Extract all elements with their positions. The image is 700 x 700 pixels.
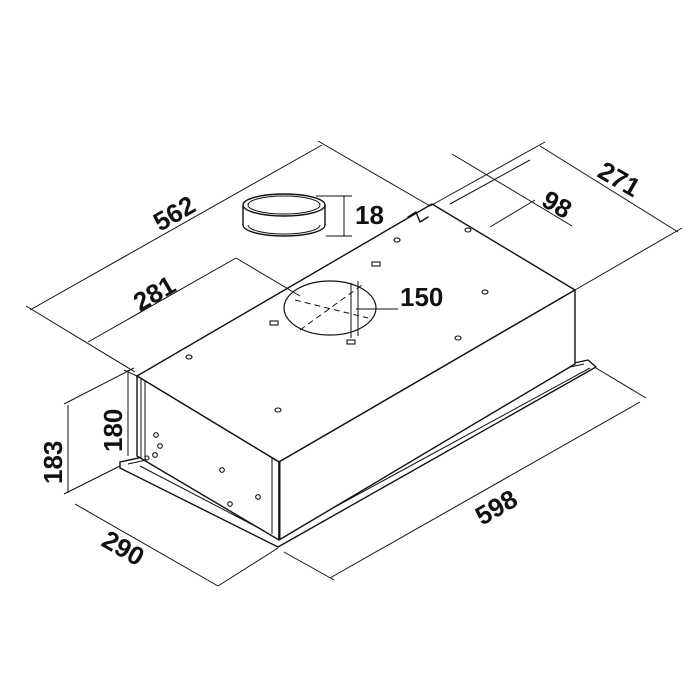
label-98: 98 <box>537 184 577 224</box>
side-flange <box>144 380 281 540</box>
label-290: 290 <box>97 524 150 572</box>
label-183: 183 <box>38 441 68 484</box>
label-562: 562 <box>148 190 201 238</box>
duct-collar <box>242 193 326 237</box>
top-holes <box>185 227 489 413</box>
label-598: 598 <box>470 484 523 532</box>
label-281: 281 <box>128 270 181 318</box>
label-271: 271 <box>593 155 646 203</box>
duct-opening <box>283 280 377 338</box>
label-150: 150 <box>400 282 443 312</box>
front-face <box>278 289 576 541</box>
back-notch <box>407 211 429 223</box>
dimension-lines <box>25 140 683 587</box>
left-face-holes <box>144 432 261 507</box>
label-180: 180 <box>98 409 128 452</box>
label-18: 18 <box>355 200 384 230</box>
hood-body <box>119 203 597 548</box>
